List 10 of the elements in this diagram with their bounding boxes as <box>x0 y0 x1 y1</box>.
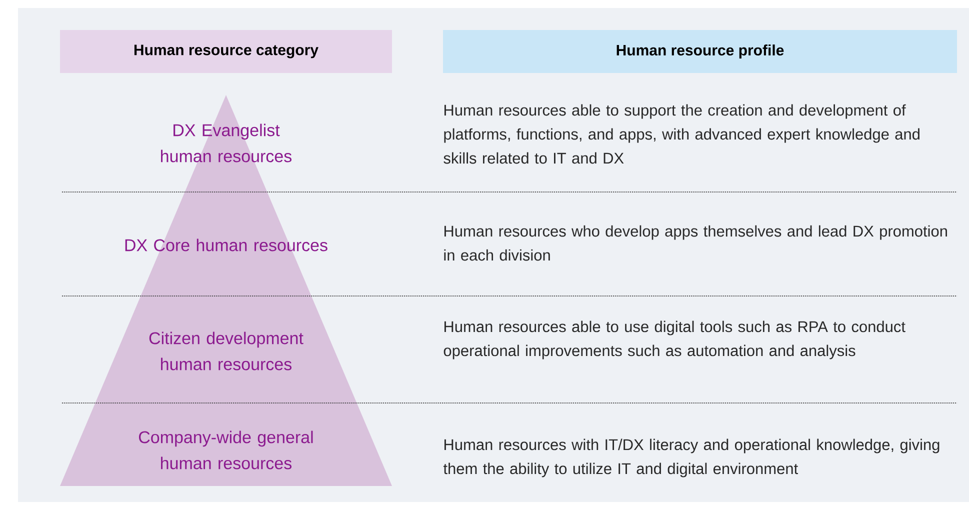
tier-label: Company-wide general human resources <box>138 430 313 470</box>
description-text: Human resources able to use digital tools such as RPA to conduct operational improvements such as automation and analysis <box>444 320 906 360</box>
description-text: Human resources able to support the creation and development of platforms, functions, and apps, with advanced expert knowledge and skills related to IT and DX <box>444 104 920 164</box>
header-box: Human resource profile <box>443 30 957 73</box>
tier-label: DX Core human resources <box>125 238 328 252</box>
tier-label: Citizen development human resources <box>149 332 304 370</box>
description-text: Human resources who develop apps themselves and lead DX promotion in each division <box>444 225 947 261</box>
header-box: Human resource category <box>60 30 392 73</box>
tier-label: DX Evangelist human resources <box>161 124 292 162</box>
description-text: Human resources with IT/DX literacy and operational knowledge, giving them the ability to utilize IT and digital environment <box>443 438 940 478</box>
